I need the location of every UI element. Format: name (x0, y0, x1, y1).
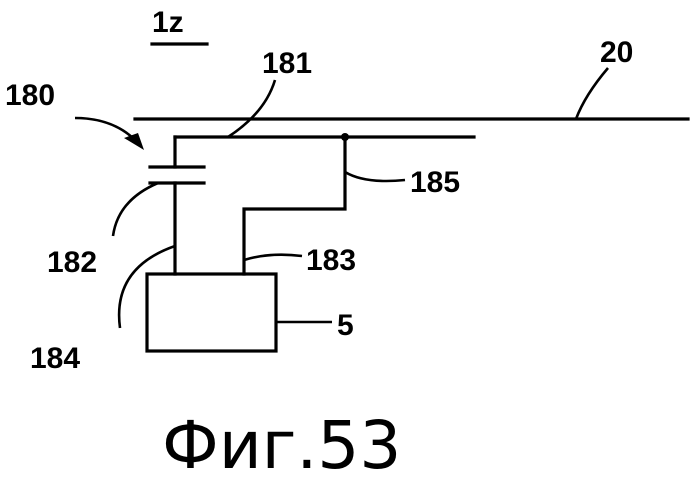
label-183: 183 (306, 244, 356, 277)
label-20: 20 (600, 36, 633, 69)
label-185: 185 (410, 166, 460, 199)
label-182: 182 (47, 246, 97, 279)
label-184: 184 (30, 342, 80, 375)
leader-181 (228, 80, 275, 137)
label-181: 181 (262, 47, 312, 80)
leader-182 (113, 183, 158, 236)
leader-185 (345, 172, 405, 181)
leader-183 (244, 255, 302, 260)
block-5 (147, 274, 276, 351)
figure-caption: Фиг.53 (162, 407, 401, 483)
label-5: 5 (337, 309, 354, 342)
arrowhead-180 (124, 133, 144, 150)
figure-id-label: 1z (152, 6, 184, 39)
label-180: 180 (5, 79, 55, 112)
leader-20 (576, 68, 608, 119)
